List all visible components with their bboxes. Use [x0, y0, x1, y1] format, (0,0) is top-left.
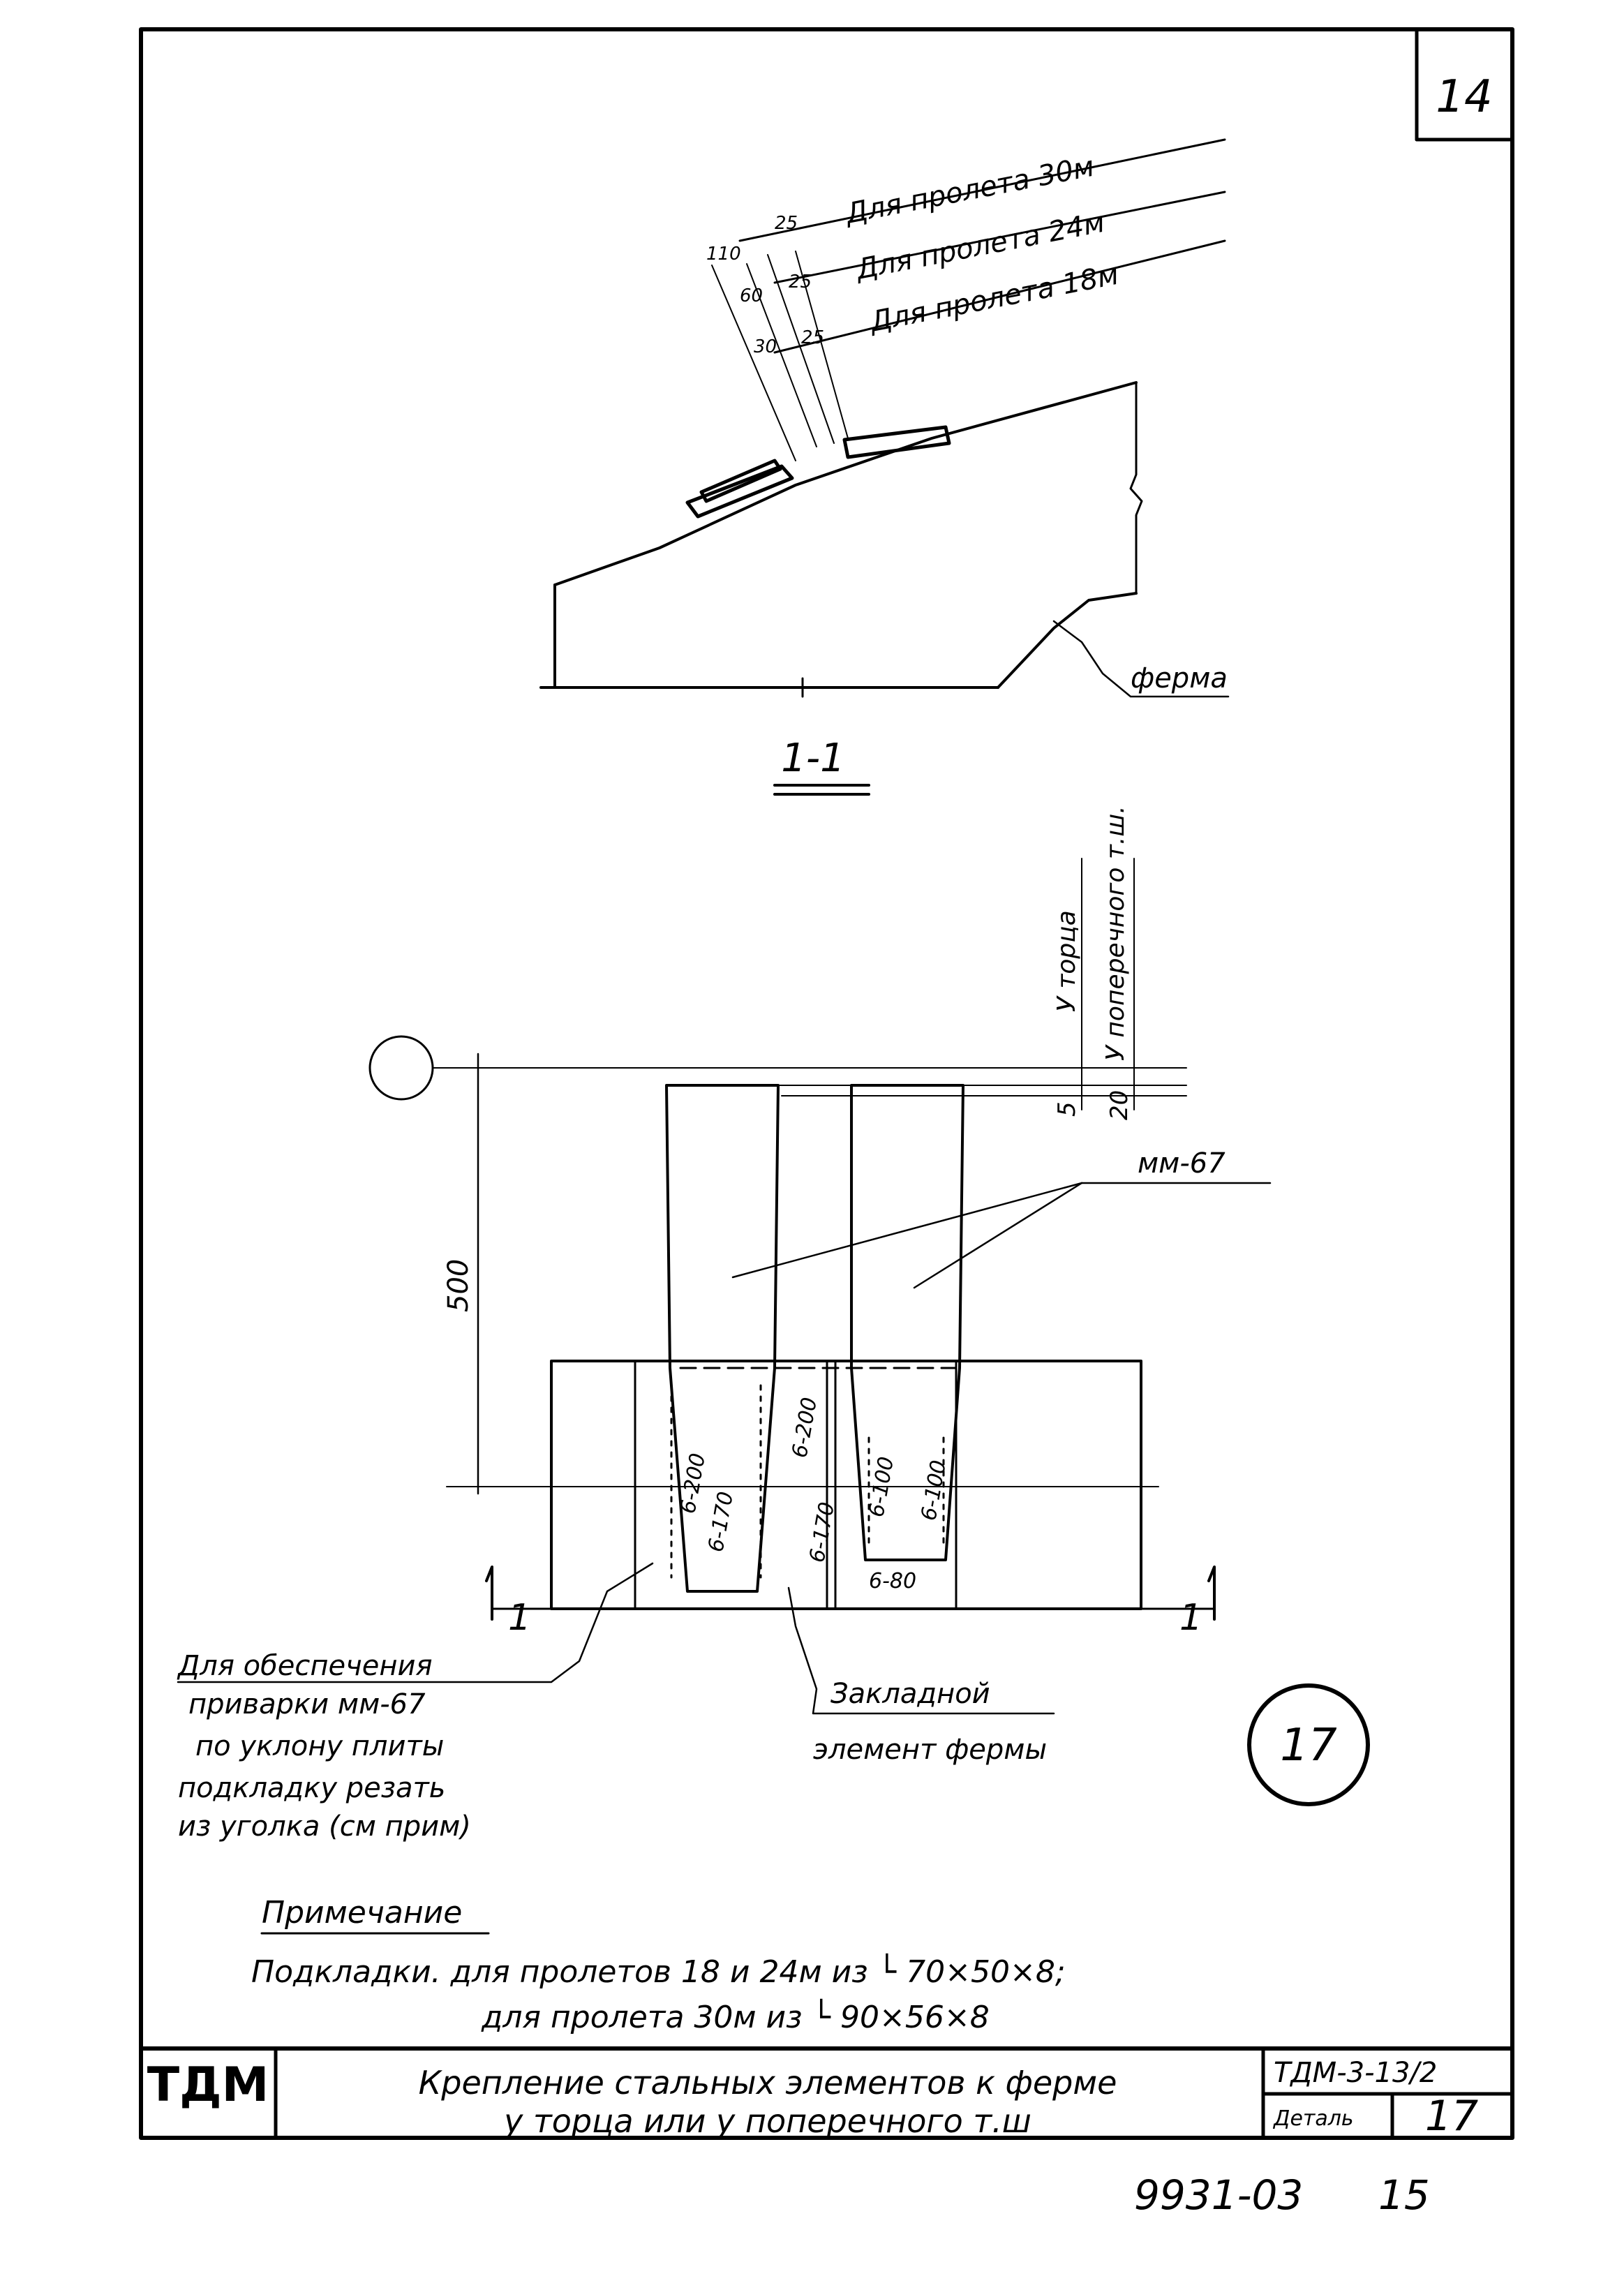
- notes-line2: для пролета 30м из └ 90×56×8: [481, 1998, 990, 2035]
- sheet-frame: [139, 27, 1514, 2140]
- axis-circle: [368, 1035, 434, 1101]
- note-left-line1: Для обеспечения: [177, 1650, 433, 1682]
- section-view: [539, 138, 1230, 698]
- part-label-mm67: мм-67: [1138, 1147, 1226, 1180]
- detail-circle: [1247, 1683, 1370, 1806]
- weld-6-80: 6-80: [869, 1569, 916, 1593]
- note-left-line2: приварки мм-67: [188, 1688, 426, 1720]
- title-line1: Крепление стальных элементов к ферме: [419, 2064, 1117, 2102]
- dim-30: 30: [754, 336, 777, 357]
- detail-circle-number: 17: [1280, 1720, 1337, 1771]
- dim-25-c: 25: [801, 327, 824, 348]
- page-number: 14: [1436, 71, 1492, 123]
- note-right-line2: элемент фермы: [813, 1734, 1047, 1766]
- logo-tdm: ТДМ: [147, 2058, 269, 2113]
- note-left-line4: подкладку резать: [178, 1772, 445, 1804]
- note-right-line1: Закладной: [830, 1678, 990, 1710]
- dim-20: 20: [1105, 1090, 1133, 1120]
- weld-6-100-right: 6-100: [916, 1458, 951, 1522]
- section-mark: 1-1: [781, 736, 844, 781]
- dim-5: 5: [1053, 1101, 1081, 1117]
- weld-6-170-left: 6-170: [703, 1489, 738, 1554]
- dim-25-b: 25: [789, 272, 812, 292]
- dim-110: 110: [706, 244, 741, 265]
- detail-label: Деталь: [1272, 2106, 1354, 2131]
- section-marker-right: 1: [1179, 1597, 1202, 1639]
- weld-6-200-left: 6-200: [676, 1451, 710, 1515]
- label-u-poperechnogo: У поперечного т.ш.: [1101, 805, 1130, 1061]
- dim-60: 60: [740, 285, 763, 306]
- note-left-line3: по уклону плиты: [195, 1730, 444, 1762]
- title-line2: у торца или у поперечного т.ш: [502, 2102, 1031, 2140]
- dim-500: 500: [442, 1259, 475, 1312]
- detail-number: 17: [1425, 2092, 1478, 2141]
- truss-label: ферма: [1131, 662, 1228, 694]
- section-marker-left: 1: [508, 1597, 531, 1639]
- notes-heading: Примечание: [262, 1895, 462, 1931]
- footer-doc-number: 9931-03: [1134, 2171, 1303, 2219]
- dim-25-a: 25: [775, 213, 798, 234]
- notes-line1: Подкладки. для пролетов 18 и 24м из └ 70…: [251, 1953, 1066, 1990]
- doc-code: ТДМ-3-13/2: [1274, 2057, 1437, 2089]
- plan-view: [177, 858, 1272, 1715]
- weld-6-200-right: 6-200: [787, 1395, 822, 1459]
- title-block: [274, 2046, 1514, 2140]
- label-u-torca: У торца: [1052, 910, 1081, 1012]
- note-left-line5: из уголка (см прим): [178, 1810, 471, 1843]
- footer-page: 15: [1378, 2171, 1430, 2219]
